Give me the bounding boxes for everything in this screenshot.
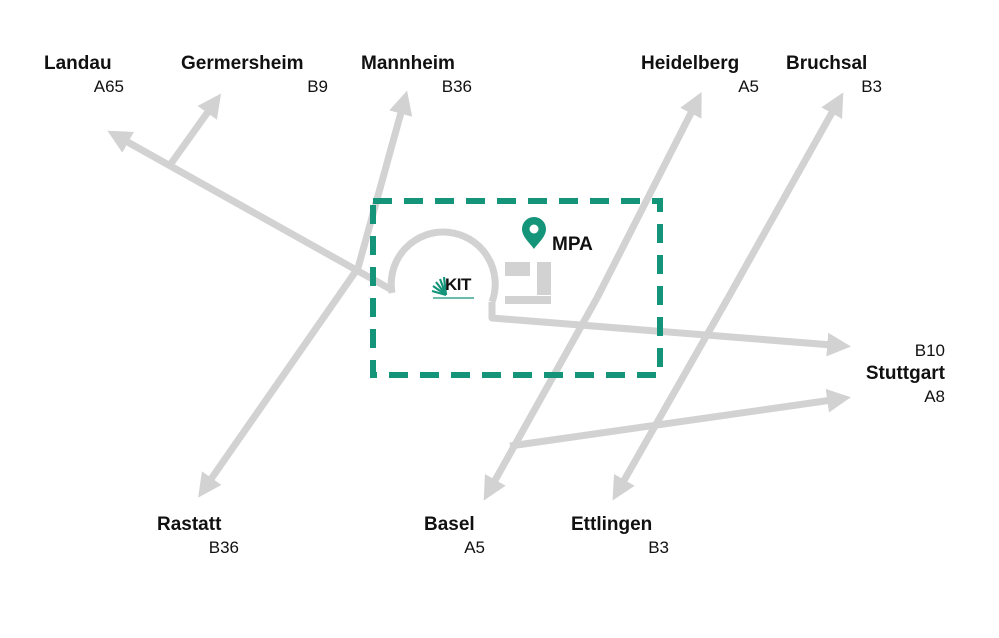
label-heidelberg: Heidelberg A5 (641, 54, 759, 95)
label-stuttgart: B10 Stuttgart A8 (846, 342, 945, 405)
city-name-mannheim: Mannheim (361, 53, 455, 74)
road-name-stuttgart-b10: B10 (914, 341, 945, 360)
city-name-stuttgart: Stuttgart (865, 363, 945, 384)
campus-area-frame (370, 198, 663, 378)
road-name-germersheim: B9 (307, 77, 328, 96)
label-basel: Basel A5 (424, 515, 485, 556)
road-landau-a65 (107, 130, 394, 294)
city-name-heidelberg: Heidelberg (641, 53, 740, 74)
location-pin-icon (522, 217, 546, 249)
road-rastatt-b36 (198, 266, 361, 498)
campus-ring-road (387, 228, 499, 304)
road-stuttgart-a8 (509, 388, 851, 450)
kit-logo-mark (431, 276, 474, 299)
city-name-ettlingen: Ettlingen (571, 514, 653, 535)
road-stuttgart-b10 (488, 302, 851, 357)
road-name-basel: A5 (464, 538, 485, 557)
label-germersheim: Germersheim B9 (181, 54, 328, 95)
building-block-2 (537, 262, 551, 295)
building-block-3 (505, 296, 551, 304)
kit-logo-text: KIT (445, 275, 471, 294)
city-name-bruchsal: Bruchsal (786, 53, 868, 74)
road-ettlingen-b3 (612, 296, 732, 501)
city-name-basel: Basel (424, 514, 475, 535)
city-name-germersheim: Germersheim (181, 53, 304, 74)
building-block-1 (505, 262, 530, 276)
road-name-rastatt: B36 (208, 538, 239, 557)
road-name-landau: A65 (93, 77, 124, 96)
road-name-ettlingen: B3 (648, 538, 669, 557)
mpa-marker-label: MPA (552, 234, 593, 255)
label-mannheim: Mannheim B36 (361, 54, 472, 95)
road-bruchsal-b3 (724, 92, 844, 300)
city-name-landau: Landau (44, 53, 112, 74)
road-mannheim-b36 (354, 90, 413, 269)
label-rastatt: Rastatt B36 (157, 515, 239, 556)
road-name-bruchsal: B3 (861, 77, 882, 96)
city-name-rastatt: Rastatt (157, 514, 222, 535)
road-name-heidelberg: A5 (738, 77, 759, 96)
label-bruchsal: Bruchsal B3 (786, 54, 882, 95)
road-basel-a5 (483, 296, 601, 501)
road-name-stuttgart-a8: A8 (924, 387, 945, 406)
label-landau: Landau A65 (44, 54, 124, 95)
label-ettlingen: Ettlingen B3 (571, 515, 669, 556)
road-name-mannheim: B36 (441, 77, 472, 96)
road-germersheim-b9 (167, 93, 222, 168)
road-heidelberg-a5 (593, 92, 702, 300)
